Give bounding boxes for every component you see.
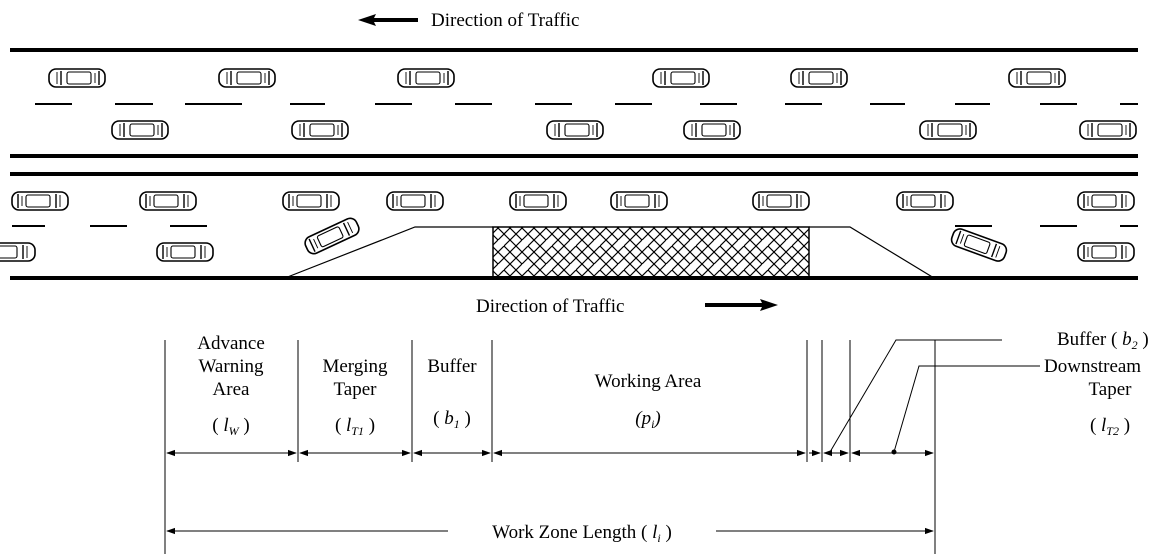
segment-buffer-1: Buffer ( b1 ): [427, 356, 477, 431]
segment-advance-warning: Advance Warning Area ( lW ): [197, 333, 265, 438]
car-icon: [1077, 242, 1135, 262]
buffer1-label: Buffer: [427, 356, 477, 377]
car-icon: [950, 228, 1008, 262]
car-icon: [111, 120, 169, 140]
upper-roadway: [10, 48, 1138, 158]
working-symbol: (pi): [635, 408, 661, 431]
car-icon: [139, 191, 197, 211]
car-icon: [683, 120, 741, 140]
advance-line3: Area: [213, 379, 250, 400]
left-arrow-icon: [358, 14, 418, 26]
upper-road-edge: [10, 48, 1138, 52]
car-icon: [919, 120, 977, 140]
bottom-direction: Direction of Traffic: [476, 296, 778, 317]
callout-downstream-taper: Downstream Taper ( lT2 ): [891, 356, 1141, 455]
working-area-hatch: [492, 226, 810, 278]
car-icon: [282, 191, 340, 211]
working-label: Working Area: [595, 371, 702, 392]
car-icon: [397, 68, 455, 88]
buffer1-symbol: ( b1 ): [433, 408, 471, 431]
merging-taper-line: [284, 226, 493, 279]
median-line-top: [10, 154, 1138, 158]
segment-working-area: Working Area (pi): [595, 371, 702, 431]
top-direction: Direction of Traffic: [358, 10, 579, 31]
car-icon: [896, 191, 954, 211]
right-arrow-icon: [705, 299, 778, 311]
merging-symbol: ( lT1 ): [335, 415, 375, 438]
upper-vehicles: [48, 68, 1137, 140]
callout-buffer-2: Buffer ( b2 ): [829, 329, 1149, 453]
car-icon: [546, 120, 604, 140]
bottom-direction-label: Direction of Traffic: [476, 296, 624, 317]
downstream-leader-dot: [891, 449, 897, 455]
top-direction-label: Direction of Traffic: [431, 10, 579, 31]
downstream-line1: Downstream: [1044, 356, 1141, 377]
car-icon: [509, 191, 567, 211]
car-icon: [386, 191, 444, 211]
median-line-bottom: [10, 172, 1138, 176]
car-icon: [1008, 68, 1066, 88]
car-icon: [610, 191, 668, 211]
car-icon: [1077, 191, 1135, 211]
car-icon: [752, 191, 810, 211]
advance-symbol: ( lW ): [212, 415, 249, 438]
lower-road-edge: [10, 276, 1138, 280]
car-icon: [291, 120, 349, 140]
downstream-symbol: ( lT2 ): [1090, 415, 1130, 438]
car-icon: [48, 68, 106, 88]
car-icon: [652, 68, 710, 88]
merging-line2: Taper: [334, 379, 378, 400]
merging-line1: Merging: [322, 356, 388, 377]
work-zone-length-label: Work Zone Length ( li ): [492, 522, 672, 545]
car-icon: [11, 191, 69, 211]
car-icon: [304, 217, 360, 255]
buffer2-label: Buffer ( b2 ): [1057, 329, 1149, 352]
buffer2-leader: [829, 339, 1002, 453]
car-icon: [790, 68, 848, 88]
lower-vehicles: [0, 191, 1135, 262]
segment-merging-taper: Merging Taper ( lT1 ): [322, 356, 388, 438]
downstream-taper-line: [809, 226, 935, 279]
car-icon: [1079, 120, 1137, 140]
advance-line2: Warning: [199, 356, 264, 377]
car-icon: [218, 68, 276, 88]
downstream-line2: Taper: [1089, 379, 1133, 400]
lower-roadway: [0, 172, 1138, 280]
segment-dividers: [164, 340, 936, 554]
downstream-leader: [893, 365, 1040, 453]
advance-line1: Advance: [197, 333, 265, 354]
car-icon: [0, 242, 36, 262]
car-icon: [156, 242, 214, 262]
